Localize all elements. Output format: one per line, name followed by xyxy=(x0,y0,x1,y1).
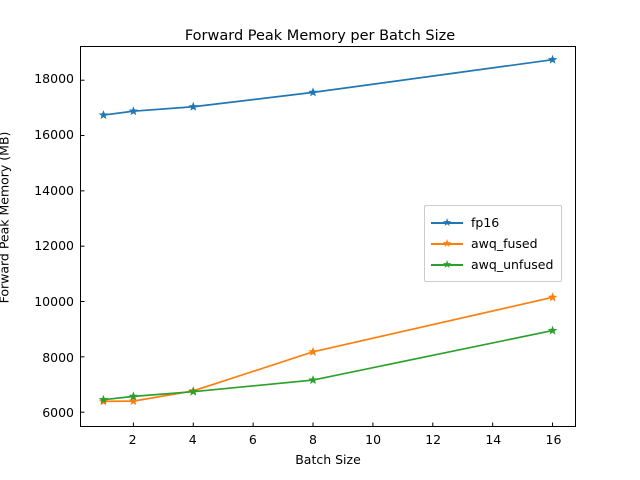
series-line xyxy=(103,329,553,401)
legend-swatch: ★ xyxy=(431,237,463,251)
data-point-marker xyxy=(308,346,318,356)
legend-label: fp16 xyxy=(471,215,500,230)
star-icon: ★ xyxy=(442,236,452,250)
y-tick-label: 6000 xyxy=(42,405,74,421)
legend-line xyxy=(431,242,463,245)
series-awq_unfused xyxy=(98,325,558,404)
x-tick-label: 8 xyxy=(309,432,317,447)
plot-area xyxy=(80,46,576,427)
x-axis-tick-labels: 2 4 6 8 10 12 14 16 xyxy=(80,432,576,448)
y-tick-label: 16000 xyxy=(34,127,74,142)
legend-item-awq_unfused[interactable]: ★ awq_unfused xyxy=(431,254,553,275)
data-point-marker xyxy=(188,101,199,111)
data-point-marker xyxy=(128,396,139,406)
legend-item-fp16[interactable]: ★ fp16 xyxy=(431,212,553,233)
data-point-marker xyxy=(98,394,109,404)
data-point-marker xyxy=(128,106,139,116)
x-tick-label: 4 xyxy=(188,432,197,447)
data-point-marker xyxy=(547,292,558,302)
legend-item-awq_fused[interactable]: ★ awq_fused xyxy=(431,233,553,254)
data-point-marker xyxy=(547,325,558,335)
x-tick-label: 2 xyxy=(128,432,137,447)
legend-swatch: ★ xyxy=(431,258,463,272)
legend-swatch: ★ xyxy=(431,216,463,230)
y-tick-label: 14000 xyxy=(34,182,74,198)
legend-line xyxy=(431,263,463,266)
legend-line xyxy=(431,221,463,224)
x-tick-label: 14 xyxy=(485,432,502,447)
data-point-marker xyxy=(308,375,318,385)
x-tick-label: 12 xyxy=(425,432,442,447)
x-axis-label: Batch Size xyxy=(295,452,361,467)
x-tick-label: 6 xyxy=(248,432,257,447)
chart-legend: ★ fp16 ★ awq_fused ★ awq_unfused xyxy=(424,205,563,282)
data-point-marker xyxy=(188,386,199,396)
data-point-marker xyxy=(128,391,139,401)
legend-label: awq_fused xyxy=(471,236,538,251)
axis-ticks xyxy=(81,79,554,426)
y-tick-label: 12000 xyxy=(34,238,74,254)
series-fp16 xyxy=(98,54,558,120)
star-icon: ★ xyxy=(442,257,452,271)
chart-title: Forward Peak Memory per Batch Size xyxy=(184,28,456,44)
data-point-marker xyxy=(98,110,109,120)
series-line xyxy=(103,58,553,116)
data-point-marker xyxy=(547,54,558,64)
series-line xyxy=(103,296,553,403)
plot-svg xyxy=(81,54,558,426)
y-tick-label: 8000 xyxy=(42,349,74,365)
legend-label: awq_unfused xyxy=(471,257,554,272)
x-tick-label: 16 xyxy=(545,432,562,447)
y-tick-label: 10000 xyxy=(34,293,74,309)
y-axis-tick-labels: 6000 8000 10000 12000 14000 16000 18000 xyxy=(0,46,74,427)
star-icon: ★ xyxy=(442,215,452,229)
series-awq_fused xyxy=(98,292,558,406)
y-tick-label: 18000 xyxy=(34,71,74,87)
data-point-marker xyxy=(308,87,318,97)
x-tick-label: 10 xyxy=(365,432,382,447)
